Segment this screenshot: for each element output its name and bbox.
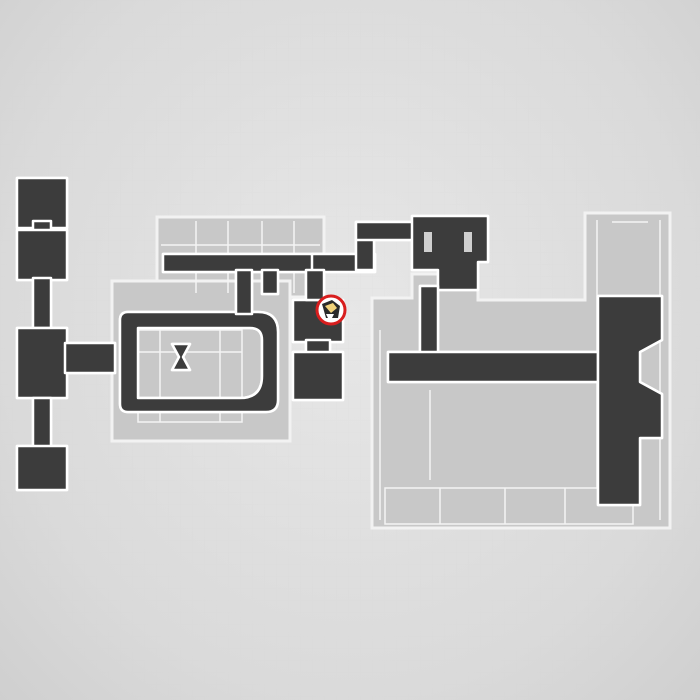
junction-glyph-layer: [424, 232, 472, 252]
player-marker[interactable]: [315, 294, 347, 326]
platform-central-hall: [110, 279, 292, 443]
bracket-icon: [424, 232, 472, 252]
player-location-icon: [322, 300, 340, 318]
